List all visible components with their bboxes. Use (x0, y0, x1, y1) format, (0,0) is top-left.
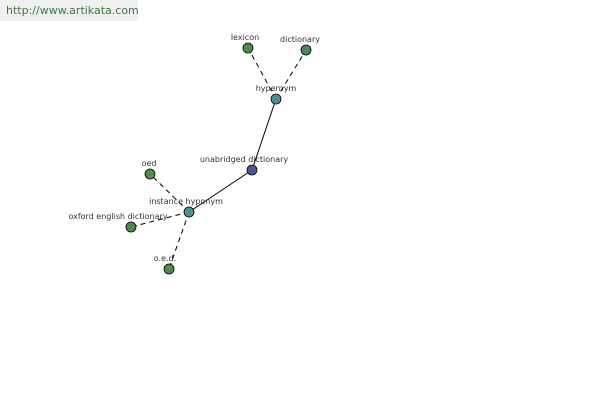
label-hypernym[interactable]: hypernym (256, 84, 297, 93)
node-hypernym[interactable] (270, 93, 282, 105)
label-instance-hyponym[interactable]: instance hyponym (149, 197, 223, 206)
graph-nodes (125, 42, 312, 275)
node-oxford-english-dictionary[interactable] (125, 221, 137, 233)
edge-oxford-english-dictionary (130, 211, 190, 228)
edge-o-e-d (168, 211, 190, 270)
label-unabridged-dictionary[interactable]: unabridged dictionary (200, 155, 289, 164)
edge-lexicon (247, 47, 277, 100)
label-oed[interactable]: oed (142, 159, 157, 168)
node-unabridged-dictionary[interactable] (246, 164, 258, 176)
label-o-e-d[interactable]: o.e.d. (154, 254, 176, 263)
edge-hypernym (251, 98, 277, 171)
node-oed[interactable] (144, 168, 156, 180)
graph-edges (130, 47, 307, 270)
node-lexicon[interactable] (242, 42, 254, 54)
edge-oed (149, 173, 190, 213)
graph-labels: unabridged dictionary hypernym lexicon dict… (68, 33, 320, 263)
label-lexicon[interactable]: lexicon (231, 33, 259, 42)
label-oxford-english-dictionary[interactable]: oxford english dictionary (68, 212, 167, 221)
node-o-e-d[interactable] (163, 263, 175, 275)
header-bar: http://www.artikata.com (0, 0, 139, 21)
edge-instance-hyponym (188, 169, 253, 213)
edge-dictionary (275, 49, 307, 100)
label-dictionary[interactable]: dictionary (280, 35, 320, 44)
site-url-link[interactable]: http://www.artikata.com (6, 4, 139, 17)
node-instance-hyponym[interactable] (183, 206, 195, 218)
node-dictionary[interactable] (300, 44, 312, 56)
